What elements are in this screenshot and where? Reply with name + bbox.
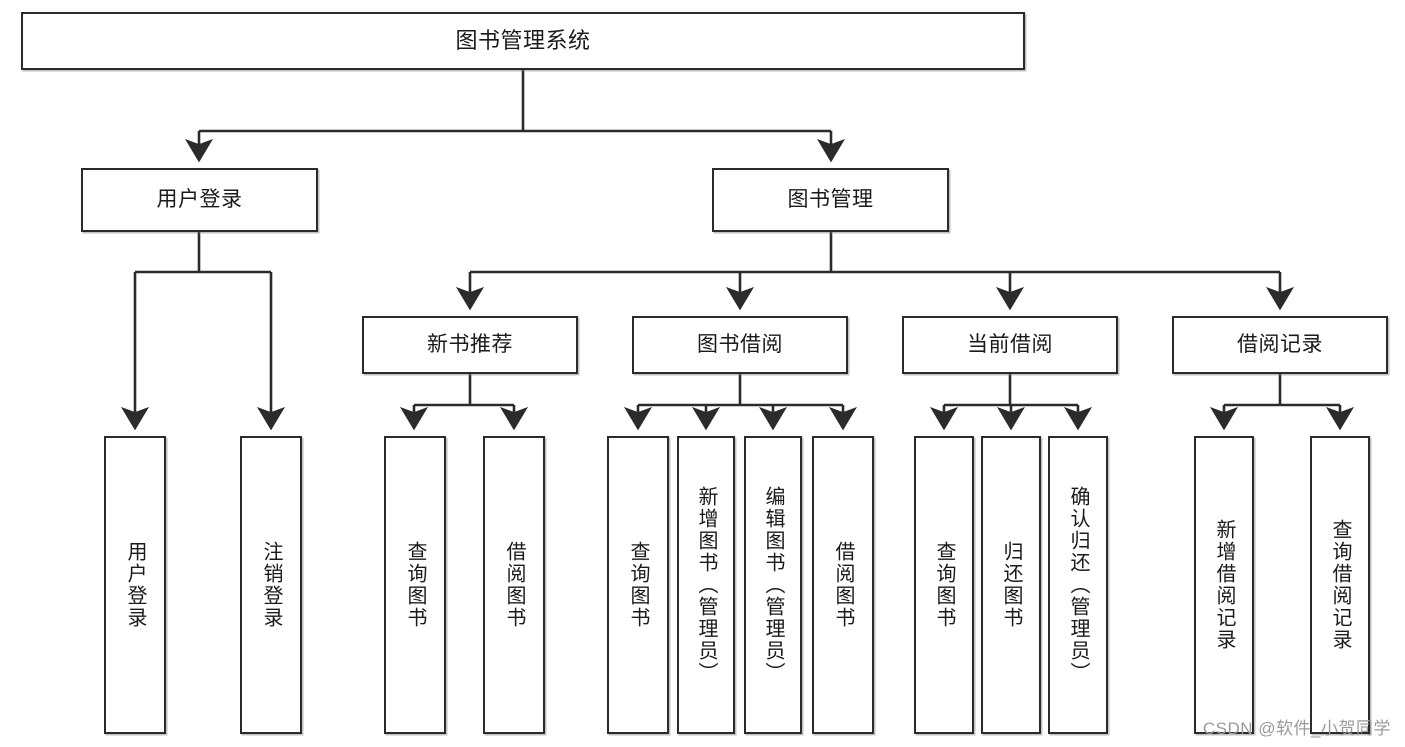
- node-leaf-return-book[interactable]: 归还图书: [981, 436, 1041, 734]
- node-label: 查询图书: [627, 541, 649, 629]
- node-label: 新书推荐: [427, 332, 513, 356]
- node-leaf-user-login[interactable]: 用户登录: [104, 436, 166, 734]
- node-leaf-query-book-3[interactable]: 查询图书: [914, 436, 974, 734]
- node-leaf-add-record[interactable]: 新增借阅记录: [1194, 436, 1254, 734]
- node-label: 归还图书: [1000, 541, 1022, 629]
- node-label: 借阅图书: [832, 541, 854, 629]
- node-label: 图书管理系统: [455, 28, 591, 54]
- node-new-book-recommend[interactable]: 新书推荐: [362, 316, 578, 374]
- node-label: 图书管理: [787, 187, 874, 211]
- node-book-borrow[interactable]: 图书借阅: [632, 316, 848, 374]
- node-root-system[interactable]: 图书管理系统: [21, 12, 1025, 70]
- node-borrow-record[interactable]: 借阅记录: [1172, 316, 1388, 374]
- node-label: 借阅图书: [503, 541, 525, 629]
- node-leaf-edit-book[interactable]: 编辑图书（管理员）: [744, 436, 802, 734]
- node-label: 借阅记录: [1237, 332, 1323, 356]
- node-leaf-query-record[interactable]: 查询借阅记录: [1310, 436, 1370, 734]
- node-leaf-confirm-return[interactable]: 确认归还（管理员）: [1048, 436, 1108, 734]
- node-label: 用户登录: [156, 187, 243, 211]
- node-label: 确认归还（管理员）: [1067, 486, 1089, 684]
- node-label: 图书借阅: [697, 332, 783, 356]
- node-leaf-query-book-2[interactable]: 查询图书: [607, 436, 669, 734]
- node-current-borrow[interactable]: 当前借阅: [902, 316, 1118, 374]
- node-label: 查询图书: [404, 541, 426, 629]
- node-label: 当前借阅: [967, 332, 1053, 356]
- node-leaf-query-book-1[interactable]: 查询图书: [384, 436, 446, 734]
- node-label: 注销登录: [260, 541, 282, 629]
- node-label: 新增图书（管理员）: [695, 486, 717, 684]
- node-user-login[interactable]: 用户登录: [81, 168, 318, 232]
- node-leaf-borrow-book-1[interactable]: 借阅图书: [483, 436, 545, 734]
- node-label: 用户登录: [124, 541, 146, 629]
- node-leaf-borrow-book-2[interactable]: 借阅图书: [812, 436, 874, 734]
- node-label: 查询图书: [933, 541, 955, 629]
- node-label: 查询借阅记录: [1329, 519, 1351, 651]
- watermark: CSDN @软件_小贺同学: [1202, 719, 1391, 738]
- node-leaf-logout-login[interactable]: 注销登录: [240, 436, 302, 734]
- node-leaf-add-book[interactable]: 新增图书（管理员）: [677, 436, 735, 734]
- node-label: 新增借阅记录: [1213, 519, 1235, 651]
- node-book-manage[interactable]: 图书管理: [712, 168, 949, 232]
- node-label: 编辑图书（管理员）: [762, 486, 784, 684]
